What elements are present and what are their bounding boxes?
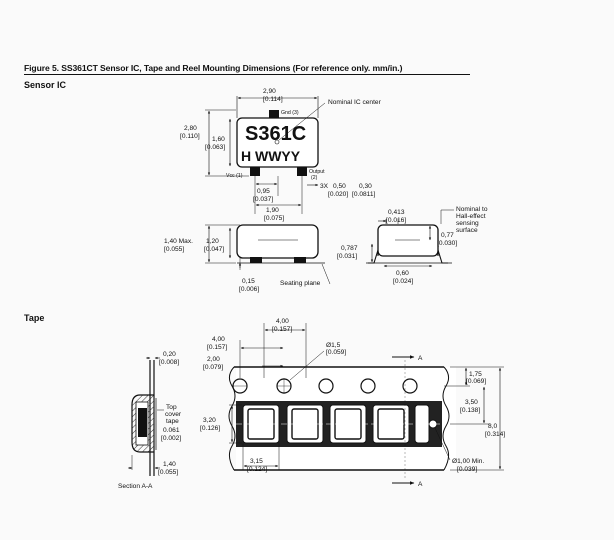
tape-width-mm: 8,0	[488, 423, 497, 430]
section-depth-mm: 1,40	[163, 461, 176, 468]
pocket-length-in: [0.124]	[247, 466, 267, 473]
standoff-mm: 0,15	[242, 278, 255, 285]
nominal-hall-line1: Nominal to	[456, 206, 488, 213]
section-mark-bottom: A	[418, 481, 423, 488]
section-a-a-label: Section A-A	[118, 483, 153, 490]
pin-output-label: Output	[309, 169, 325, 175]
ic-side-body-in: [0.047]	[204, 246, 224, 253]
end-sense-in: [0.030]	[437, 240, 457, 247]
ic-max-height-label: 1,40 Max.	[164, 238, 193, 245]
ic-width-mm: 2,90	[263, 88, 276, 95]
end-lead-mm: 0,787	[341, 245, 358, 252]
figure-title: Figure 5. SS361CT Sensor IC, Tape and Re…	[24, 63, 403, 73]
cover-label-line2: cover	[165, 411, 182, 418]
end-sense-mm: 0,77	[441, 232, 454, 239]
ic-side-body-mm: 1,20	[206, 238, 219, 245]
pocket-width-mm: 3,20	[203, 417, 216, 424]
sprocket-hole	[360, 378, 376, 394]
ic-marking-line2: H WWYY	[241, 148, 301, 164]
tape-pocket-offset-in: [0.138]	[460, 407, 480, 414]
seating-plane-label: Seating plane	[280, 280, 321, 287]
tape-hole-pitch-mm: 4,00	[212, 336, 225, 343]
sprocket-hole	[318, 378, 334, 394]
tape-width-in: [0.314]	[485, 431, 505, 438]
pin-output-number: (2)	[311, 175, 318, 181]
ic-top-view: 2,90 [0.114] Gnd (3) S361C H WWYY Nomina…	[180, 88, 382, 222]
pin-span-in: [0.075]	[264, 215, 284, 222]
pocket-width-in: [0.126]	[200, 425, 220, 432]
ic-body	[236, 117, 319, 168]
lead-b-in: [0.0811]	[352, 191, 376, 198]
nominal-hall-line2: Hall-effect	[456, 213, 486, 220]
cover-label-line1: Top	[166, 404, 177, 411]
pin-output-lead	[297, 167, 307, 176]
standoff-in: [0.006]	[239, 286, 259, 293]
cover-thick-in: [0.002]	[161, 435, 181, 442]
tape-hole-pitch-in: [0.157]	[207, 344, 227, 351]
pin-pitch-mm: 0,95	[257, 188, 270, 195]
pocket-hole-min-in: [0.039]	[457, 466, 477, 473]
ic-body-height-in: [0.063]	[205, 144, 225, 151]
pin-vcc-lead	[250, 167, 260, 176]
tape-pocket-pitch-in: [0.157]	[272, 326, 292, 333]
tape-pocket-pitch-mm: 4,00	[276, 318, 289, 325]
lead-b-mm: 0,30	[359, 183, 372, 190]
section-heading-sensor-ic: Sensor IC	[24, 80, 67, 90]
end-foot-mm: 0,60	[396, 270, 409, 277]
pocket-hole-min-mm: Ø1,00 Min.	[452, 458, 484, 465]
section-thick-mm: 0,20	[163, 351, 176, 358]
tape-half-pitch-in: [0.079]	[203, 364, 223, 371]
pin-gnd-lead	[269, 110, 279, 119]
ic-side-view: 1,40 Max. [0.055] 1,20 [0.047] 0,15 [0.0…	[164, 224, 331, 293]
end-top-mm: 0,413	[388, 209, 405, 216]
component-pocket	[242, 404, 280, 444]
tape-pocket-offset-mm: 3,50	[465, 399, 478, 406]
end-lead-in: [0.031]	[337, 253, 357, 260]
ic-height-mm: 2,80	[184, 125, 197, 132]
tape-edge-in: [0.069]	[466, 378, 486, 385]
section-mark-top: A	[418, 355, 423, 362]
section-heading-tape: Tape	[24, 313, 45, 323]
pocket-length-mm: 3,15	[250, 458, 263, 465]
ic-end-body	[377, 224, 439, 257]
cover-label-line3: tape	[166, 418, 179, 425]
tape-edge-mm: 1,75	[469, 371, 482, 378]
lead-count: 3X	[320, 183, 329, 190]
ic-body-height-mm: 1,60	[212, 136, 225, 143]
ic-side-body	[236, 224, 319, 259]
ic-end-view: 0,413 [0.016] 0,787 [0.031] 0,77 [0.030]…	[337, 206, 488, 285]
nominal-ic-center-label: Nominal IC center	[328, 99, 382, 106]
sprocket-hole-dia-mm: Ø1,5	[326, 342, 341, 349]
ic-side-lead-right	[294, 257, 306, 263]
sprocket-hole	[402, 378, 418, 394]
ic-height-in: [0.110]	[180, 133, 200, 140]
pin-pitch-in: [0.037]	[253, 196, 273, 203]
pin-span-mm: 1,90	[266, 207, 279, 214]
lead-a-mm: 0,50	[333, 183, 346, 190]
title-rule	[24, 74, 470, 75]
tape-half-pitch-mm: 2,00	[207, 356, 220, 363]
ic-max-height-in: [0.055]	[164, 246, 184, 253]
sprocket-hole-dia-in: [0.059]	[326, 349, 346, 356]
lead-a-in: [0.020]	[328, 191, 348, 198]
ic-marking-line1: S361C	[245, 123, 306, 145]
nominal-hall-line4: surface	[456, 227, 478, 234]
ic-center-mark	[274, 139, 280, 145]
tape-section-a-a: 0,20 [0.008] Top cover tape 0.061 [0.002…	[118, 351, 182, 490]
ic-side-lead-left	[250, 257, 262, 263]
section-depth-in: [0.055]	[158, 469, 178, 476]
tape-view: 4,00 [0.157] 4,00 [0.157] 2,00 [0.079] Ø…	[200, 318, 505, 488]
ic-width-in: [0.114]	[263, 96, 283, 103]
cover-thick-mm: 0.061	[163, 427, 180, 434]
end-foot-in: [0.024]	[393, 278, 413, 285]
pin-gnd-label: Gnd (3)	[281, 110, 299, 116]
nominal-hall-line3: sensing	[456, 220, 479, 227]
section-thick-in: [0.008]	[159, 359, 179, 366]
end-top-in: [0.016]	[386, 217, 406, 224]
